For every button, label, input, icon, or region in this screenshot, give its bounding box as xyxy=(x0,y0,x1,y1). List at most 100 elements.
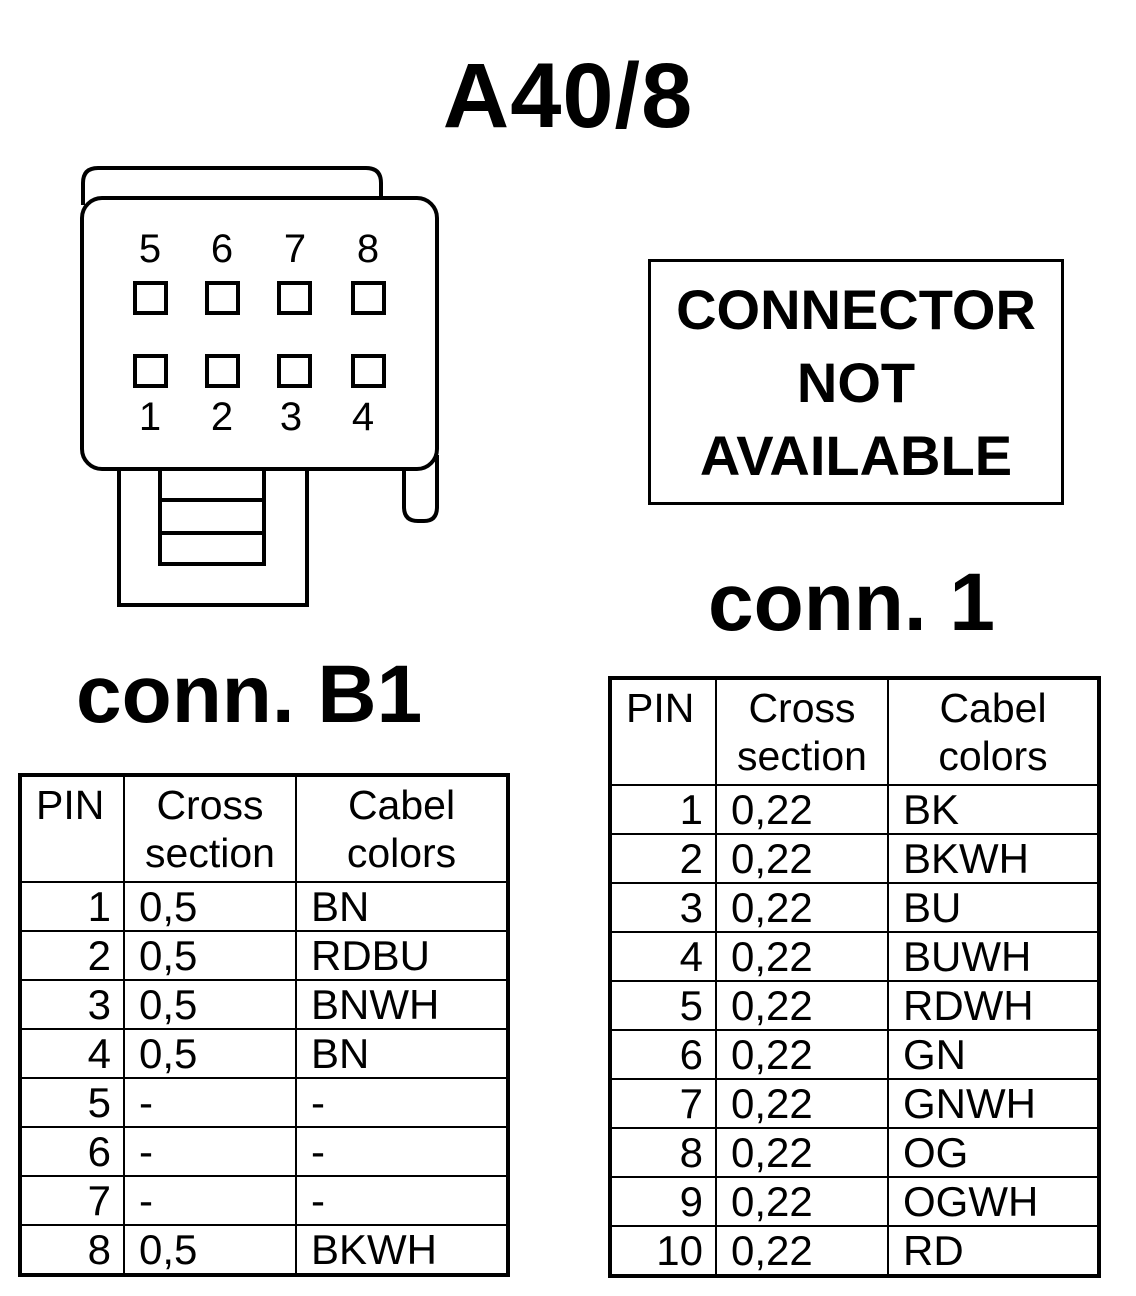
cable-color-cell: RD xyxy=(887,1225,1100,1277)
pin-cell: 10 xyxy=(609,1225,717,1277)
pin-cell: 8 xyxy=(19,1224,125,1276)
pin-cell: 7 xyxy=(609,1078,717,1129)
pin-cell: 2 xyxy=(609,833,717,884)
pin-square-1 xyxy=(133,354,168,388)
colors-header-line-1: Cabel xyxy=(347,782,456,828)
pin-cell: 3 xyxy=(609,882,717,933)
cross-header-line-1: Cross xyxy=(748,685,856,731)
connector-boot-slot xyxy=(158,467,266,566)
cross-header-line-2: section xyxy=(737,733,867,779)
pin-cell: 1 xyxy=(19,881,125,932)
table-row: 6-- xyxy=(19,1126,509,1177)
connector-boot xyxy=(117,469,309,607)
cross-header-line-1: Cross xyxy=(156,782,264,828)
connector-latch xyxy=(402,455,439,523)
cross-section-cell: 0,22 xyxy=(715,931,889,982)
pin-cell: 1 xyxy=(609,784,717,835)
cross-section-cell: - xyxy=(123,1077,297,1128)
colors-header-line-2: colors xyxy=(346,830,457,876)
connector-not-available-box: CONNECTOR NOT AVAILABLE xyxy=(648,259,1064,505)
pin-header: PIN xyxy=(19,774,125,883)
pin-square-7 xyxy=(277,281,312,315)
pin-number-6: 6 xyxy=(211,227,233,271)
pin-cell: 5 xyxy=(19,1077,125,1128)
pin-header: PIN xyxy=(609,677,717,786)
pin-square-3 xyxy=(277,354,312,388)
cross-section-cell: 0,22 xyxy=(715,1029,889,1080)
page-title: A40/8 xyxy=(442,45,694,147)
pin-cell: 3 xyxy=(19,979,125,1030)
cross-section-cell: 0,5 xyxy=(123,1224,297,1276)
pin-cell: 2 xyxy=(19,930,125,981)
cross-section-cell: 0,5 xyxy=(123,979,297,1030)
conn-1-label: conn. 1 xyxy=(708,557,996,648)
cross-section-cell: - xyxy=(123,1175,297,1226)
connector-body xyxy=(80,196,439,471)
pin-square-4 xyxy=(351,354,386,388)
cable-color-cell: BNWH xyxy=(295,979,509,1030)
cross-section-header: Cross section xyxy=(123,774,297,883)
cable-color-cell: RDWH xyxy=(887,980,1100,1031)
cable-color-cell: - xyxy=(295,1126,509,1177)
pin-number-1: 1 xyxy=(139,395,161,439)
pin-cell: 6 xyxy=(19,1126,125,1177)
cross-section-cell: - xyxy=(123,1126,297,1177)
cross-section-cell: 0,5 xyxy=(123,930,297,981)
table-row: 7-- xyxy=(19,1175,509,1226)
colors-header-line-2: colors xyxy=(938,733,1048,779)
pin-cell: 4 xyxy=(19,1028,125,1079)
table-header-row: PIN Cross section Cabel colors xyxy=(609,677,1100,786)
cable-color-cell: BU xyxy=(887,882,1100,933)
pin-square-5 xyxy=(133,281,168,315)
connector-rear-shell xyxy=(81,166,383,205)
pin-number-7: 7 xyxy=(284,227,306,271)
cable-color-cell: BUWH xyxy=(887,931,1100,982)
pin-number-5: 5 xyxy=(139,227,161,271)
pin-number-4: 4 xyxy=(352,395,374,439)
na-line-2: NOT xyxy=(796,350,916,414)
cable-color-cell: OGWH xyxy=(887,1176,1100,1227)
cross-section-cell: 0,22 xyxy=(715,1078,889,1129)
cable-color-cell: BKWH xyxy=(887,833,1100,884)
cabel-colors-header: Cabel colors xyxy=(295,774,509,883)
pin-square-8 xyxy=(351,281,386,315)
pin-cell: 9 xyxy=(609,1176,717,1227)
cross-section-cell: 0,5 xyxy=(123,881,297,932)
pin-number-8: 8 xyxy=(357,227,379,271)
cable-color-cell: BKWH xyxy=(295,1224,509,1276)
cable-color-cell: BN xyxy=(295,1028,509,1079)
pin-cell: 6 xyxy=(609,1029,717,1080)
cable-color-cell: - xyxy=(295,1077,509,1128)
cross-section-cell: 0,22 xyxy=(715,833,889,884)
cable-color-cell: RDBU xyxy=(295,930,509,981)
pin-cell: 7 xyxy=(19,1175,125,1226)
cross-header-line-2: section xyxy=(145,830,275,876)
cable-color-cell: GN xyxy=(887,1029,1100,1080)
na-line-1: CONNECTOR xyxy=(676,277,1036,341)
cable-color-cell: BK xyxy=(887,784,1100,835)
pin-square-6 xyxy=(205,281,240,315)
cable-color-cell: GNWH xyxy=(887,1078,1100,1129)
cable-color-cell: BN xyxy=(295,881,509,932)
cabel-colors-header: Cabel colors xyxy=(887,677,1100,786)
table-row: 5-- xyxy=(19,1077,509,1128)
pin-cell: 5 xyxy=(609,980,717,1031)
pin-number-2: 2 xyxy=(211,395,233,439)
